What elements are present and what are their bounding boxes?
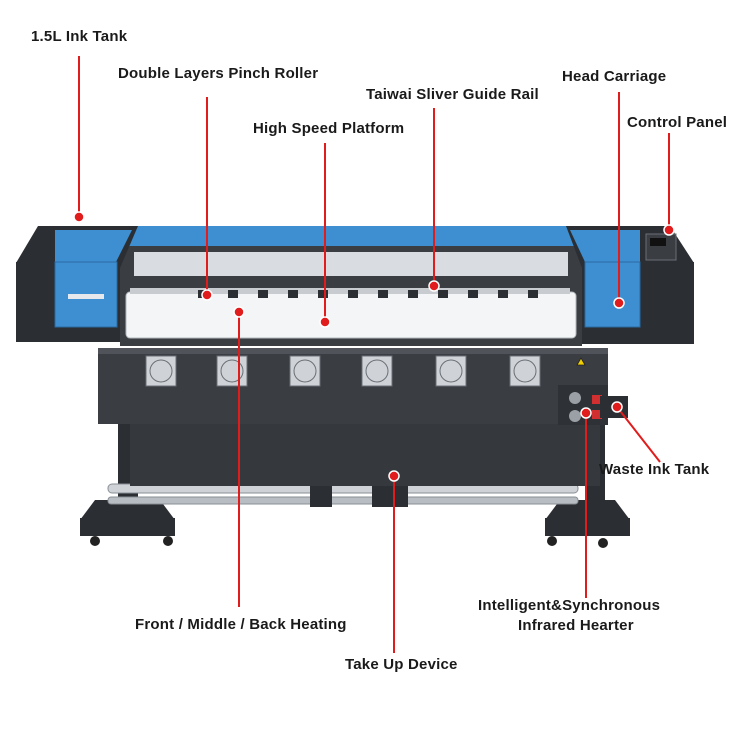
label-ink-tank: 1.5L Ink Tank xyxy=(31,28,128,45)
label-control-panel: Control Panel xyxy=(627,114,728,131)
label-waste-ink-tank: Waste Ink Tank xyxy=(599,461,710,478)
cabinet-controls xyxy=(558,357,628,425)
label-infrared-line1: Intelligent&Synchronous xyxy=(478,597,661,614)
label-pinch-roller: Double Layers Pinch Roller xyxy=(118,65,319,82)
label-head-carriage: Head Carriage xyxy=(562,68,667,85)
label-heating: Front / Middle / Back Heating xyxy=(135,616,347,633)
callout-lines xyxy=(78,56,670,653)
label-platform: High Speed Platform xyxy=(253,120,405,137)
label-guide-rail: Taiwai Sliver Guide Rail xyxy=(366,86,539,103)
printer-body xyxy=(16,226,694,346)
label-take-up: Take Up Device xyxy=(345,656,458,673)
cooling-fans xyxy=(145,355,541,387)
callout-dots xyxy=(73,211,675,482)
label-infrared-line2: Infrared Hearter xyxy=(518,617,634,634)
